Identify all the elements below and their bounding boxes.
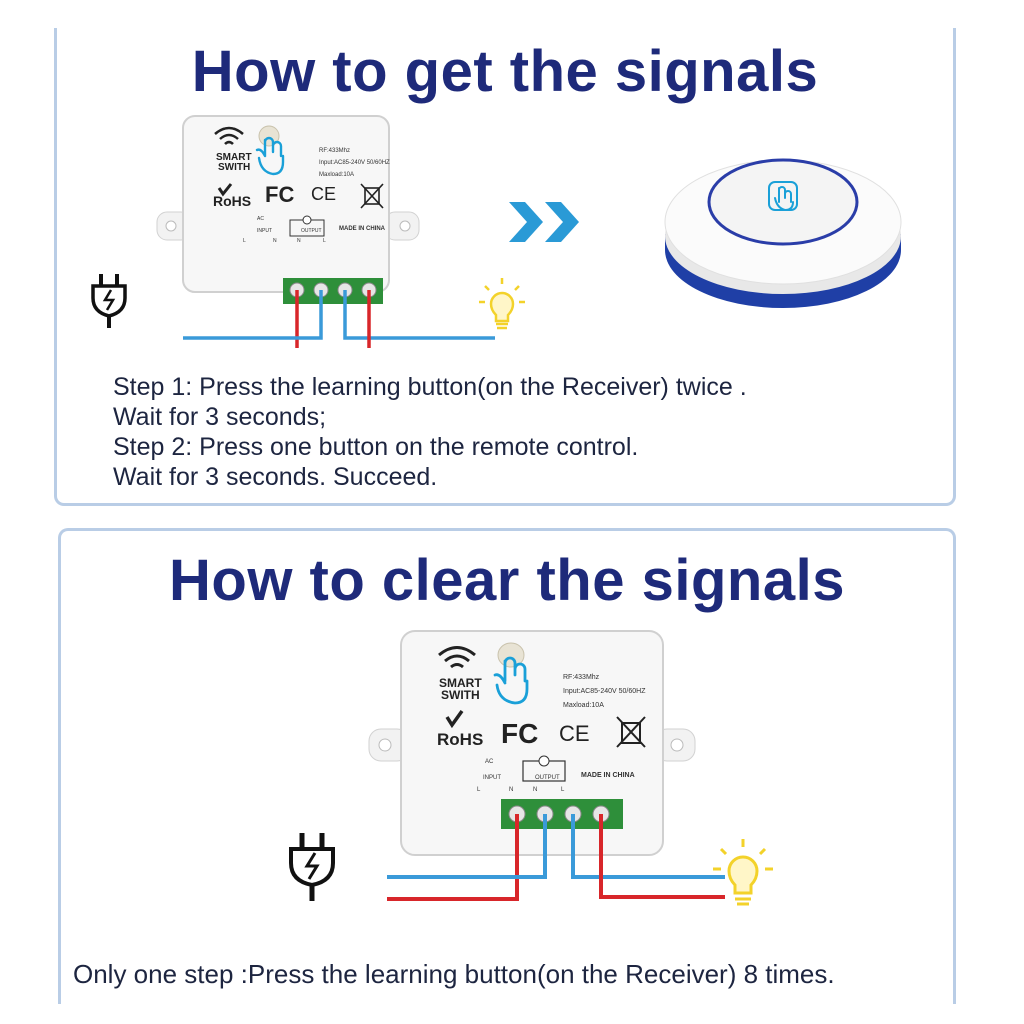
clear-signals-title: How to clear the signals — [169, 548, 845, 613]
get-signals-title: How to get the signals — [191, 39, 819, 104]
step-line: Step 2: Press one button on the remote c… — [113, 433, 639, 461]
svg-text:Maxload:10A: Maxload:10A — [319, 172, 354, 178]
remote-control — [664, 158, 902, 308]
wire-live-out — [367, 290, 371, 348]
wire-neutral-out — [343, 290, 495, 340]
svg-text:AC: AC — [257, 216, 264, 222]
svg-text:Input:AC85-240V 50/60HZ: Input:AC85-240V 50/60HZ — [563, 688, 646, 695]
step-line: Wait for 3 seconds; — [113, 403, 327, 431]
step-line: Step 1: Press the learning button(on the… — [113, 373, 747, 401]
svg-text:OUTPUT: OUTPUT — [301, 228, 322, 234]
get-signals-panel: How to get the signals SMART SWITH RF:43… — [54, 28, 956, 506]
double-chevron-icon — [509, 202, 579, 242]
wifi-icon — [214, 126, 244, 145]
wifi-icon — [438, 646, 476, 669]
svg-text:SMART: SMART — [439, 676, 482, 690]
svg-text:N: N — [509, 787, 513, 793]
brand-line2: SWITH — [218, 162, 250, 173]
svg-text:FC: FC — [265, 182, 294, 207]
finger-press-icon — [255, 136, 285, 176]
clear-signals-panel: How to clear the signals SMART SWITH RF:… — [58, 528, 956, 1004]
brand-line1: SMART — [216, 152, 252, 163]
finger-press-icon — [768, 181, 798, 212]
clear-signals-note: Only one step :Press the learning button… — [73, 959, 835, 989]
svg-text:SWITH: SWITH — [441, 688, 480, 702]
svg-text:L: L — [477, 787, 481, 793]
remote-button — [707, 158, 859, 246]
svg-text:INPUT: INPUT — [257, 228, 272, 234]
weee-bin-icon — [616, 716, 646, 748]
finger-press-icon — [493, 656, 529, 705]
svg-text:MADE IN CHINA: MADE IN CHINA — [581, 772, 635, 779]
wire-neutral-in — [183, 290, 323, 340]
receiver-diagram: SMART SWITH RF:433Mhz Input:AC85-240V 50… — [156, 115, 495, 348]
plug-icon — [91, 274, 127, 328]
svg-text:OUTPUT: OUTPUT — [535, 775, 560, 781]
weee-bin-icon — [360, 183, 384, 209]
svg-text:N: N — [297, 238, 301, 244]
step-line: Wait for 3 seconds. Succeed. — [113, 463, 438, 491]
svg-text:FC: FC — [501, 718, 538, 749]
receiver-diagram: SMART SWITH RF:433Mhz Input:AC85-240V 50… — [368, 630, 725, 901]
svg-text:Maxload:10A: Maxload:10A — [563, 702, 604, 709]
svg-text:RoHS: RoHS — [437, 730, 483, 749]
svg-text:RF:433Mhz: RF:433Mhz — [563, 674, 600, 681]
svg-text:MADE IN CHINA: MADE IN CHINA — [339, 226, 386, 232]
svg-text:L: L — [323, 238, 326, 244]
bulb-icon — [713, 839, 773, 906]
bulb-icon — [479, 278, 525, 330]
svg-text:INPUT: INPUT — [483, 775, 501, 781]
plug-icon — [289, 833, 335, 901]
svg-text:L: L — [561, 787, 565, 793]
svg-text:L: L — [243, 238, 246, 244]
get-signals-steps: Step 1: Press the learning button(on the… — [113, 372, 747, 492]
wire-live-in — [295, 290, 299, 348]
svg-text:RoHS: RoHS — [213, 193, 251, 209]
svg-text:CE: CE — [559, 721, 590, 746]
svg-text:N: N — [533, 787, 537, 793]
svg-text:CE: CE — [311, 184, 336, 204]
svg-text:AC: AC — [485, 759, 494, 765]
svg-text:RF:433Mhz: RF:433Mhz — [319, 148, 350, 154]
svg-text:N: N — [273, 238, 277, 244]
svg-text:Input:AC85-240V 50/60HZ: Input:AC85-240V 50/60HZ — [319, 160, 390, 166]
